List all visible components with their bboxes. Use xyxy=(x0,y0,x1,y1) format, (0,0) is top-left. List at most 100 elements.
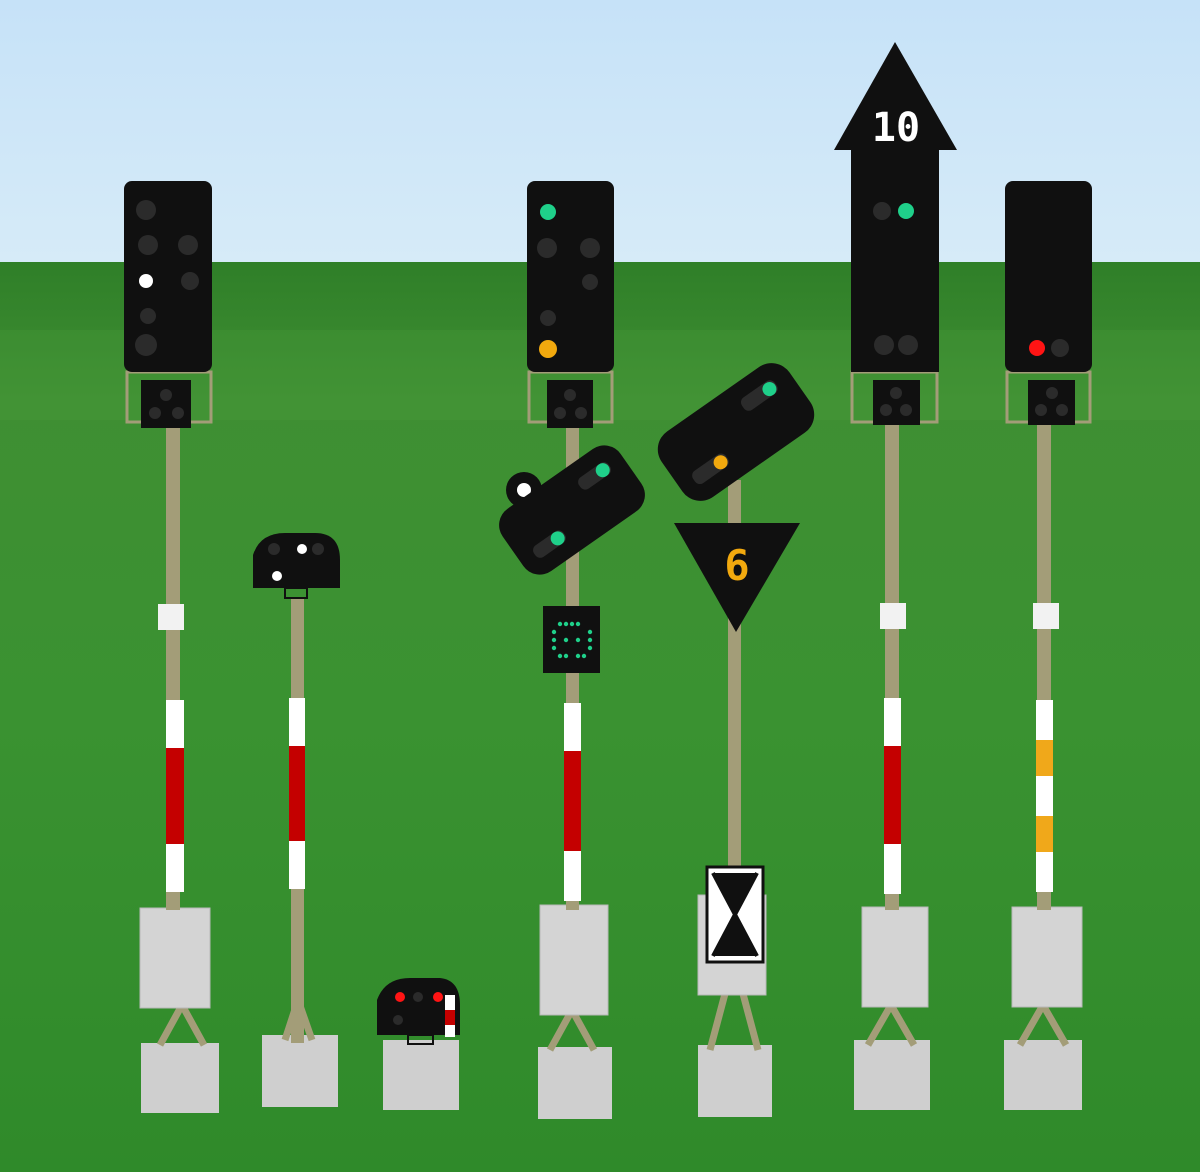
lamp-dark xyxy=(537,238,557,258)
x-board xyxy=(705,865,765,964)
foundation-base xyxy=(538,1047,612,1119)
lamp-dark xyxy=(1056,404,1068,416)
ground-shunting-signal xyxy=(377,978,460,1110)
lamp-red-lit xyxy=(1029,340,1045,356)
lower-indicator-box xyxy=(873,380,920,425)
mast-band-red xyxy=(166,748,184,844)
mount-plate xyxy=(284,587,308,599)
lamp-dark xyxy=(149,407,161,419)
lamp-dark xyxy=(268,543,280,555)
lamp-dark xyxy=(880,404,892,416)
speed-triangle-digit: 6 xyxy=(724,541,749,590)
route-indicator-dots xyxy=(551,621,593,659)
lamp-green-lit xyxy=(595,463,610,478)
lamp-green-lit xyxy=(540,204,556,220)
lamp-yellow-lit xyxy=(539,340,557,358)
mast-band-red xyxy=(289,746,305,841)
marker-post-red xyxy=(445,1010,455,1025)
signal-head xyxy=(1005,181,1092,372)
mast-band-white xyxy=(564,703,581,751)
lamp-white-lit xyxy=(139,274,153,288)
marker-post-white xyxy=(445,1025,455,1037)
foundation-base xyxy=(383,1040,459,1110)
lamp-dark xyxy=(582,274,598,290)
lamp-dark xyxy=(1035,404,1047,416)
mast-band-white xyxy=(564,851,581,901)
speed-indicator-signal: 10 xyxy=(834,42,957,1110)
lamp-dark xyxy=(1051,339,1069,357)
lamp-white-lit xyxy=(297,544,307,554)
mast-band-white xyxy=(884,844,901,894)
foundation-base xyxy=(262,1035,338,1107)
lower-indicator-box xyxy=(547,380,593,428)
mast-marker-white xyxy=(1033,603,1059,629)
mast-band-white xyxy=(1036,852,1053,892)
angled-distant-head xyxy=(657,363,815,501)
lamp-white-lit xyxy=(517,483,531,497)
lamp-red-lit xyxy=(395,992,405,1002)
main-signal-white-lamp xyxy=(124,181,219,1113)
lamp-dark xyxy=(890,387,902,399)
lamp-white-lit xyxy=(272,571,282,581)
lower-indicator-box xyxy=(1028,380,1075,425)
mast-band-white xyxy=(166,700,184,748)
lamp-dark xyxy=(580,238,600,258)
lamp-dark xyxy=(575,407,587,419)
signal-head xyxy=(253,533,340,588)
lamp-dark xyxy=(138,235,158,255)
lamp-green-lit xyxy=(550,531,565,546)
lamp-dark xyxy=(554,407,566,419)
speed-arrow-digit: 10 xyxy=(872,105,920,151)
signal-head xyxy=(851,145,939,372)
speed-triangle-board xyxy=(674,523,800,632)
dwarf-shunting-signal xyxy=(253,533,340,1107)
lamp-green-lit xyxy=(762,382,777,397)
lamp-yellow-lit xyxy=(713,455,728,470)
mast-band-white xyxy=(289,698,305,746)
cable-box xyxy=(861,906,929,1008)
lamp-dark xyxy=(172,407,184,419)
foundation-base xyxy=(854,1040,930,1110)
lamp-dark xyxy=(874,335,894,355)
mast-marker-white xyxy=(158,604,184,630)
lamp-dark xyxy=(393,1015,403,1025)
signal-head xyxy=(124,181,212,372)
mast-band-yellow xyxy=(1036,740,1053,776)
angled-signal-head-upper xyxy=(499,445,645,575)
lamp-dark xyxy=(413,992,423,1002)
lamp-dark xyxy=(140,308,156,324)
foundation-base xyxy=(1004,1040,1082,1110)
stop-signal-red xyxy=(1004,181,1092,1110)
lamp-dark xyxy=(873,202,891,220)
lamp-dark xyxy=(181,272,199,290)
marker-post-white xyxy=(445,995,455,1010)
mount-plate xyxy=(407,1034,434,1045)
lamp-dark xyxy=(1046,387,1058,399)
combined-signal-green-yellow xyxy=(499,181,645,1119)
lamp-dark xyxy=(900,404,912,416)
cable-box xyxy=(1011,906,1083,1008)
lamp-dark xyxy=(540,310,556,326)
lamp-dark xyxy=(564,389,576,401)
mast-band-red xyxy=(564,751,581,851)
mast-marker-white xyxy=(880,603,906,629)
mast-band-white xyxy=(1036,700,1053,740)
mast-band-white xyxy=(884,698,901,746)
mast-band-white xyxy=(1036,776,1053,816)
mast-band-yellow xyxy=(1036,816,1053,852)
grass-field xyxy=(0,262,1200,1172)
foundation-base xyxy=(141,1043,219,1113)
cable-box xyxy=(139,907,211,1009)
lamp-dark xyxy=(312,543,324,555)
mast-band-white xyxy=(289,841,305,889)
mast-band-white xyxy=(166,844,184,892)
lamp-green-lit xyxy=(898,203,914,219)
signal-head xyxy=(527,181,614,372)
lower-indicator-box xyxy=(141,380,191,428)
foundation-base xyxy=(698,1045,772,1117)
lamp-dark xyxy=(136,200,156,220)
lamp-dark xyxy=(178,235,198,255)
lamp-dark xyxy=(898,335,918,355)
cable-box xyxy=(539,904,609,1016)
mast-band-red xyxy=(884,746,901,844)
